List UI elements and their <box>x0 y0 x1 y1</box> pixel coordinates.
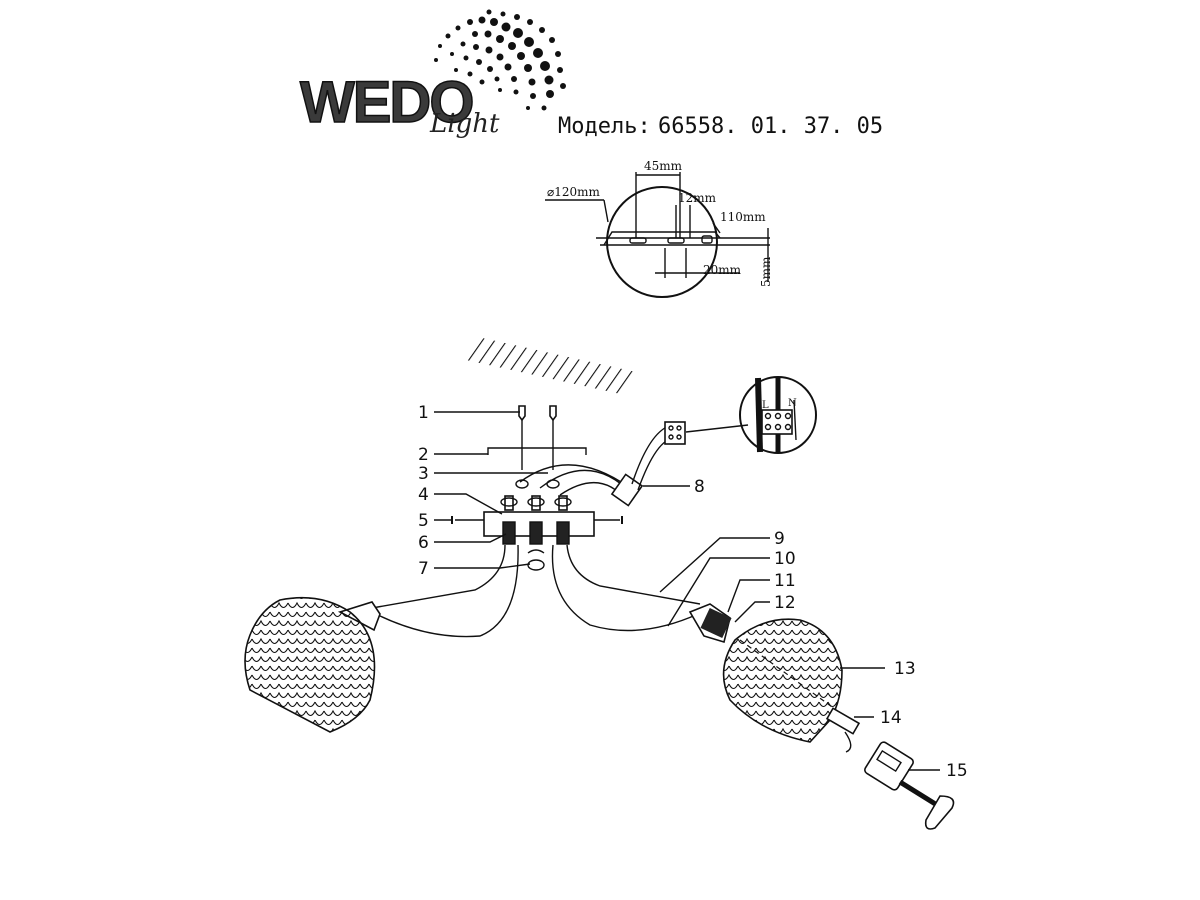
terminal-n: N <box>788 398 797 409</box>
callout-5: 5 <box>418 511 429 531</box>
dim-5: 5mm <box>759 256 773 287</box>
callout-8: 8 <box>694 477 705 497</box>
callout-15: 15 <box>946 761 968 781</box>
ceiling-hatch <box>466 337 636 395</box>
callout-14: 14 <box>880 708 902 728</box>
canopy-body <box>451 479 623 571</box>
callout-13: 13 <box>894 659 916 679</box>
callout-2: 2 <box>418 445 429 465</box>
terminal-l: L <box>762 400 769 411</box>
logo-script: Light <box>429 109 500 139</box>
callout-12: 12 <box>774 593 796 613</box>
lamp-arms <box>371 544 701 638</box>
model-number: 66558. 01. 37. 05 <box>658 114 883 139</box>
logo-wordmark: WEDO <box>300 70 472 135</box>
callout-3: 3 <box>418 464 429 484</box>
logo-dot-burst <box>434 9 566 111</box>
wiring <box>519 421 749 507</box>
terminal-detail <box>739 376 817 454</box>
callout-leaders <box>434 411 940 771</box>
callout-1: 1 <box>418 403 429 423</box>
callout-7: 7 <box>418 559 429 579</box>
dim-20: 20mm <box>703 263 742 277</box>
dim-diameter: ⌀120mm <box>547 185 601 199</box>
left-glass-shade <box>244 596 381 733</box>
callout-4: 4 <box>418 485 429 505</box>
dim-110: 110mm <box>720 210 766 224</box>
dim-45: 45mm <box>644 159 683 173</box>
model-label: Модель: <box>558 114 651 139</box>
callout-numbers: 1 2 3 4 5 6 7 8 9 10 11 12 13 14 15 <box>418 403 968 781</box>
brand-logo: WEDO Light <box>299 9 566 139</box>
callout-11: 11 <box>774 571 796 591</box>
callout-6: 6 <box>418 533 429 553</box>
callout-9: 9 <box>774 529 785 549</box>
right-glass-shade <box>688 603 955 830</box>
mounting-plate-detail <box>545 172 770 298</box>
mounting-screws <box>487 405 587 470</box>
callout-10: 10 <box>774 549 796 569</box>
dim-12: 12mm <box>678 191 717 205</box>
